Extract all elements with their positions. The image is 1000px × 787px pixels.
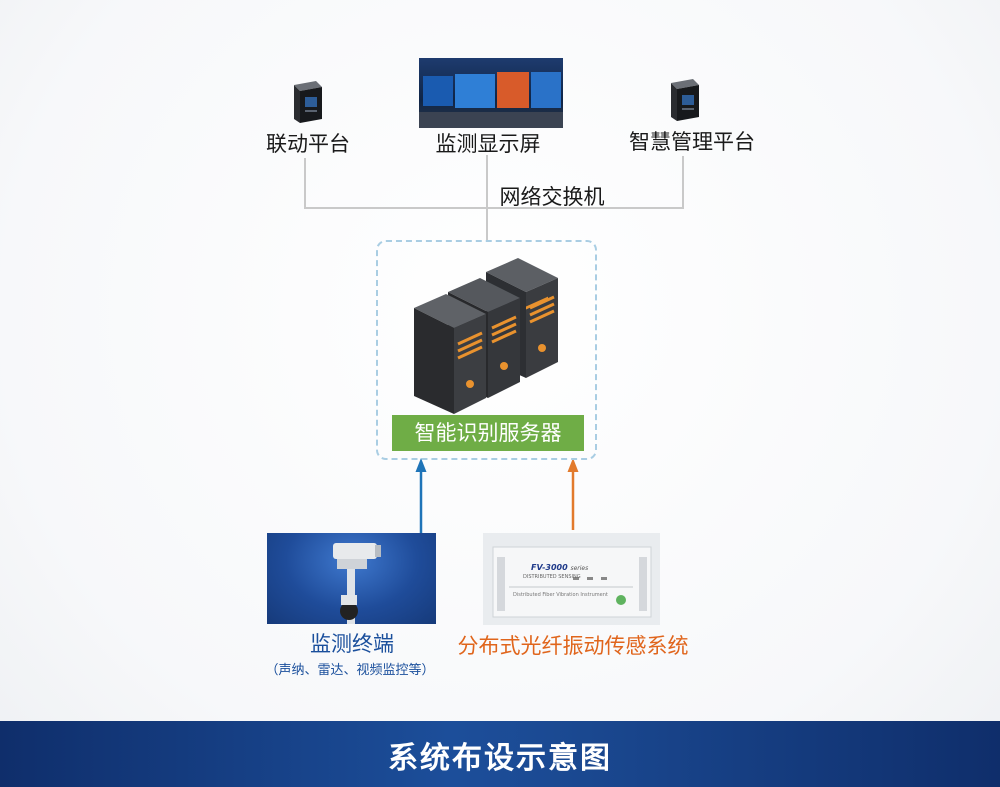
arrow-blue-head <box>415 458 427 472</box>
ai-server-group-box <box>376 240 597 460</box>
monitor-screen-label: 监测显示屏 <box>435 132 541 156</box>
das-subtitle: DISTRIBUTED SENSING <box>523 574 581 580</box>
das-system-label: 分布式光纤振动传感系统 <box>457 634 689 658</box>
camera-icon <box>333 543 381 624</box>
smart-mgmt-server-icon <box>671 79 699 121</box>
das-rack-device-icon <box>492 546 652 618</box>
ai-server-cluster-icon <box>414 258 558 414</box>
diagram-title: 系统布设示意图 <box>388 741 612 776</box>
linkage-platform-server-icon <box>294 81 322 123</box>
footer-banner <box>0 721 1000 787</box>
das-brand-suffix: series <box>570 565 589 572</box>
server-vent-stripes <box>457 295 555 360</box>
network-switch-label: 网络交换机 <box>499 185 605 209</box>
das-brand: FV-3000 <box>531 563 568 572</box>
monitor-terminal-note: （声纳、雷达、视频监控等） <box>265 663 435 678</box>
monitor-terminal-image <box>267 533 436 624</box>
linkage-platform-label: 联动平台 <box>266 132 350 156</box>
link-line-left <box>304 156 684 209</box>
smart-mgmt-platform-label: 智慧管理平台 <box>629 130 755 154</box>
ai-server-label: 智能识别服务器 <box>392 415 584 451</box>
arrow-orange-head <box>567 458 579 472</box>
das-brand-text: FV-3000 series <box>531 563 588 572</box>
das-front-text: Distributed Fiber Vibration Instrument <box>513 592 608 598</box>
das-device-image: FV-3000 series DISTRIBUTED SENSING Distr… <box>483 533 660 625</box>
monitor-terminal-label: 监测终端 <box>310 632 394 656</box>
monitor-wall-image <box>419 58 563 128</box>
